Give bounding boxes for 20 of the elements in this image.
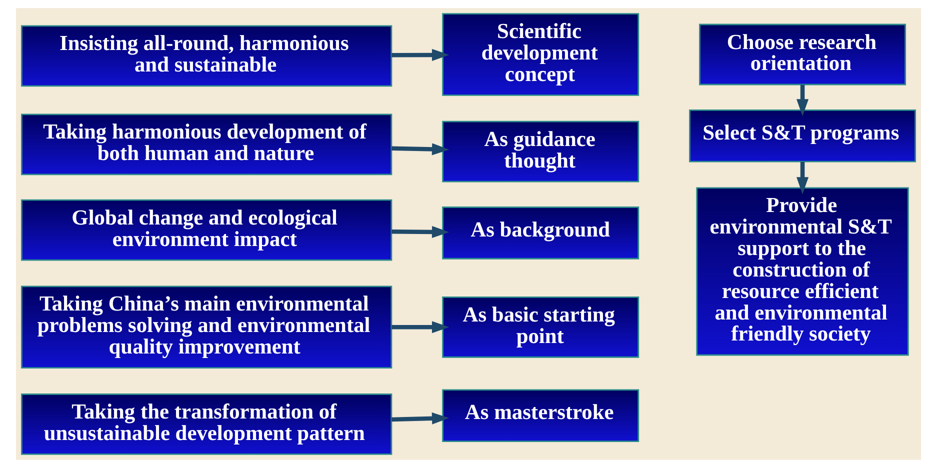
- arrow: [391, 412, 450, 424]
- arrow: [391, 226, 450, 238]
- node-box: Taking harmonious development of both human and nature: [21, 114, 392, 176]
- node-box: Insisting all-round, harmonious and sustainable: [21, 25, 392, 87]
- node-box: Choose research orientation: [699, 24, 906, 86]
- arrow: [391, 48, 450, 61]
- node-box: As background: [442, 206, 640, 260]
- node-box: As guidance thought: [442, 120, 640, 182]
- arrow: [796, 162, 809, 194]
- node-box: As masterstroke: [442, 389, 640, 442]
- node-box: Global change and ecological environment impact: [21, 199, 392, 261]
- arrow: [392, 321, 450, 334]
- node-box: Taking the transformation of unsustainable development pattern: [21, 394, 392, 455]
- node-box: Provide environmental S&T support to the construction of resource efficient and environmental friendly society: [696, 187, 909, 356]
- arrow: [391, 143, 450, 156]
- node-box: Taking China’s main environmental problems solving and environmental quality improvement: [21, 286, 392, 369]
- node-box: Select S&T programs: [689, 109, 916, 162]
- node-box: As basic starting point: [442, 296, 640, 358]
- node-box: Scientific development concept: [442, 13, 640, 96]
- arrow: [796, 84, 809, 116]
